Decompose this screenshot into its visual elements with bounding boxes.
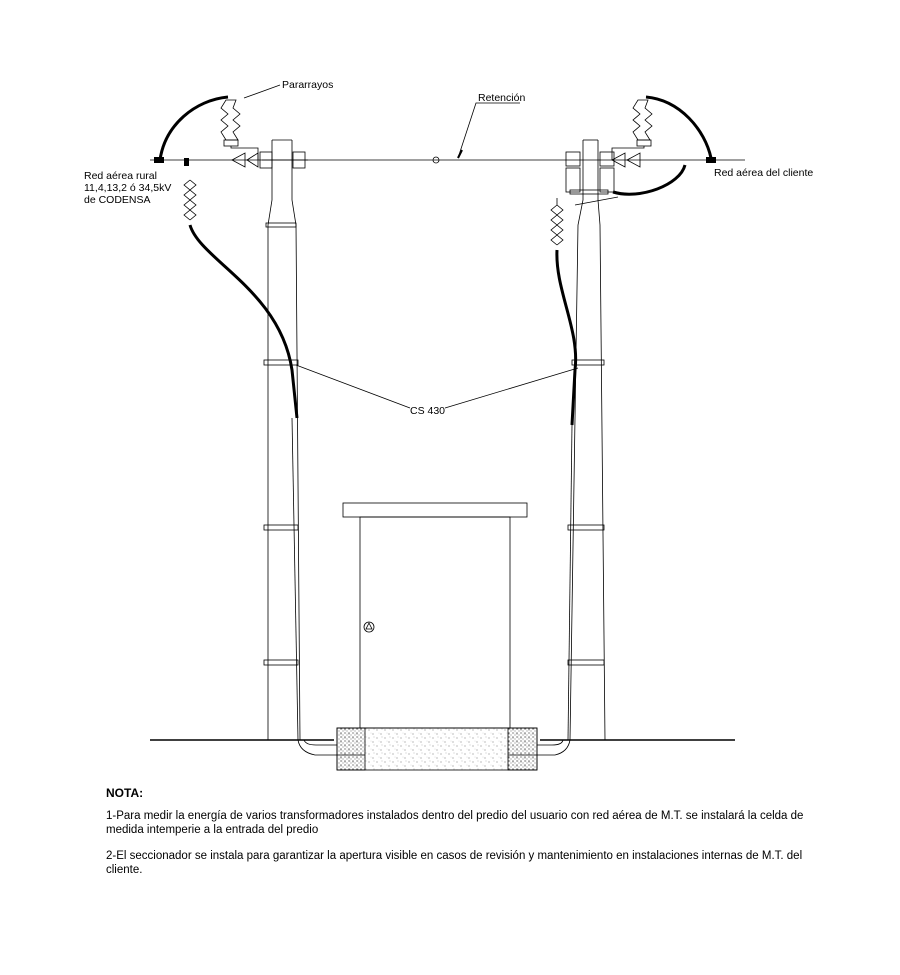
label-red-rural-3: de CODENSA — [84, 194, 151, 206]
label-red-rural-2: 11,4,13,2 ó 34,5kV — [84, 182, 171, 194]
right-connector — [706, 157, 716, 163]
left-suspension-insulator — [183, 158, 197, 221]
retencion-leader — [457, 102, 520, 159]
notes-title: NOTA: — [106, 786, 144, 800]
label-cs430: CS 430 — [410, 405, 445, 417]
cs430-leader — [295, 364, 579, 409]
left-conduit — [297, 739, 365, 756]
right-conduit — [508, 739, 571, 756]
label-red-rural-1: Red aérea rural — [84, 170, 157, 182]
left-jumper-cable — [158, 95, 229, 161]
right-suspension-insulator — [550, 198, 564, 246]
label-pararrayos: Pararrayos — [282, 79, 333, 91]
left-connector — [154, 157, 164, 163]
left-surge-arrester — [220, 99, 306, 169]
right-down-cable — [555, 249, 578, 426]
right-cutout-cable — [612, 164, 687, 196]
label-retencion: Retención — [478, 92, 525, 104]
note-2: 2-El seccionador se instala para garanti… — [106, 850, 803, 876]
notes-section: NOTA: 1-Para medir la energía de varios … — [106, 786, 806, 889]
left-pole — [262, 139, 308, 741]
retention-ring — [432, 156, 440, 164]
right-surge-arrester — [565, 99, 653, 206]
concrete-base — [336, 727, 538, 771]
right-jumper-cable — [645, 95, 713, 159]
pararrayos-leader — [243, 84, 281, 99]
label-red-cliente: Red aérea del cliente — [714, 167, 813, 179]
right-pole — [567, 139, 609, 741]
metering-cabinet — [342, 502, 528, 729]
note-1: 1-Para medir la energía de varios transf… — [106, 810, 804, 836]
left-down-cable — [188, 224, 299, 419]
